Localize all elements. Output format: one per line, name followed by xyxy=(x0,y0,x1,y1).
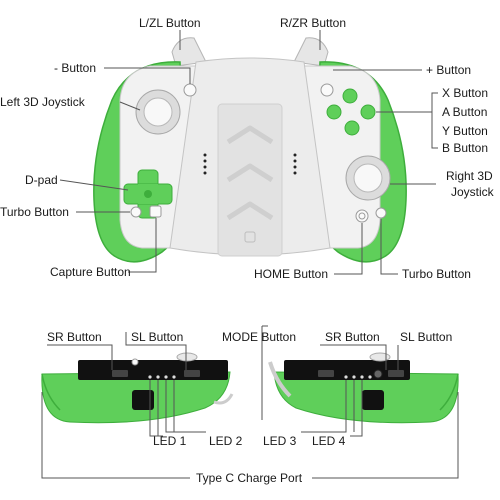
capture-button xyxy=(149,205,162,218)
right-joycon-side xyxy=(268,352,459,424)
right-stick-top xyxy=(369,352,391,362)
label-right-joystick-2: Joystick xyxy=(451,185,495,199)
label-sl-left: SL Button xyxy=(131,330,183,344)
turbo-right-button xyxy=(375,207,387,219)
led-dots-bottom xyxy=(148,375,372,379)
right-trigger xyxy=(362,390,384,410)
label-type-c-port: Type C Charge Port xyxy=(196,471,303,485)
led-dots-top xyxy=(203,153,297,175)
b-button xyxy=(344,120,360,136)
label-dpad: D-pad xyxy=(25,173,58,187)
left-rail xyxy=(78,360,228,380)
label-plus-button: + Button xyxy=(426,63,471,77)
chevron-2 xyxy=(226,163,274,183)
center-panel xyxy=(217,103,283,257)
chevron-1 xyxy=(226,125,274,145)
label-led1: LED 1 xyxy=(153,434,187,448)
label-led2: LED 2 xyxy=(209,434,243,448)
label-capture-button: Capture Button xyxy=(50,265,131,279)
leader-lines-bottom xyxy=(41,325,459,479)
label-turbo-left: Turbo Button xyxy=(0,205,69,219)
label-b-button: B Button xyxy=(442,141,488,155)
left-stick-top xyxy=(176,352,198,362)
turbo-left-button xyxy=(130,206,142,218)
assembled-controller xyxy=(93,37,407,263)
left-sl-button xyxy=(184,370,200,377)
minus-button xyxy=(183,83,197,97)
left-trigger xyxy=(132,390,154,410)
leader-lines-top xyxy=(59,30,438,275)
label-left-joystick: Left 3D Joystick xyxy=(0,95,86,109)
mode-button xyxy=(373,369,383,379)
label-a-button: A Button xyxy=(442,105,487,119)
labels-bottom: SR Button SL Button MODE Button SR Butto… xyxy=(47,330,452,485)
chevron-3 xyxy=(226,201,274,221)
label-mode-button: MODE Button xyxy=(222,330,296,344)
label-led3: LED 3 xyxy=(263,434,297,448)
label-turbo-right: Turbo Button xyxy=(402,267,471,281)
label-rzr-button: R/ZR Button xyxy=(280,16,346,30)
plus-button xyxy=(320,83,334,97)
left-joycon-side xyxy=(41,352,234,424)
label-right-joystick-1: Right 3D xyxy=(446,169,493,183)
label-sr-left: SR Button xyxy=(47,330,102,344)
label-led4: LED 4 xyxy=(312,434,346,448)
label-y-button: Y Button xyxy=(442,124,488,138)
right-joystick xyxy=(353,163,383,193)
label-x-button: X Button xyxy=(442,86,488,100)
label-minus-button: - Button xyxy=(54,61,96,75)
labels-top: L/ZL Button R/ZR Button - Button + Butto… xyxy=(0,16,495,281)
label-sr-right: SR Button xyxy=(325,330,380,344)
a-button xyxy=(360,104,376,120)
right-sr-button xyxy=(318,370,334,377)
home-button xyxy=(355,209,369,223)
x-button xyxy=(342,88,358,104)
left-joystick xyxy=(143,97,173,127)
left-sr-button xyxy=(112,370,128,377)
y-button xyxy=(326,104,342,120)
label-lzl-button: L/ZL Button xyxy=(139,16,201,30)
right-sl-button xyxy=(388,370,404,377)
center-logo xyxy=(244,231,256,243)
label-home-button: HOME Button xyxy=(254,267,328,281)
label-sl-right: SL Button xyxy=(400,330,452,344)
